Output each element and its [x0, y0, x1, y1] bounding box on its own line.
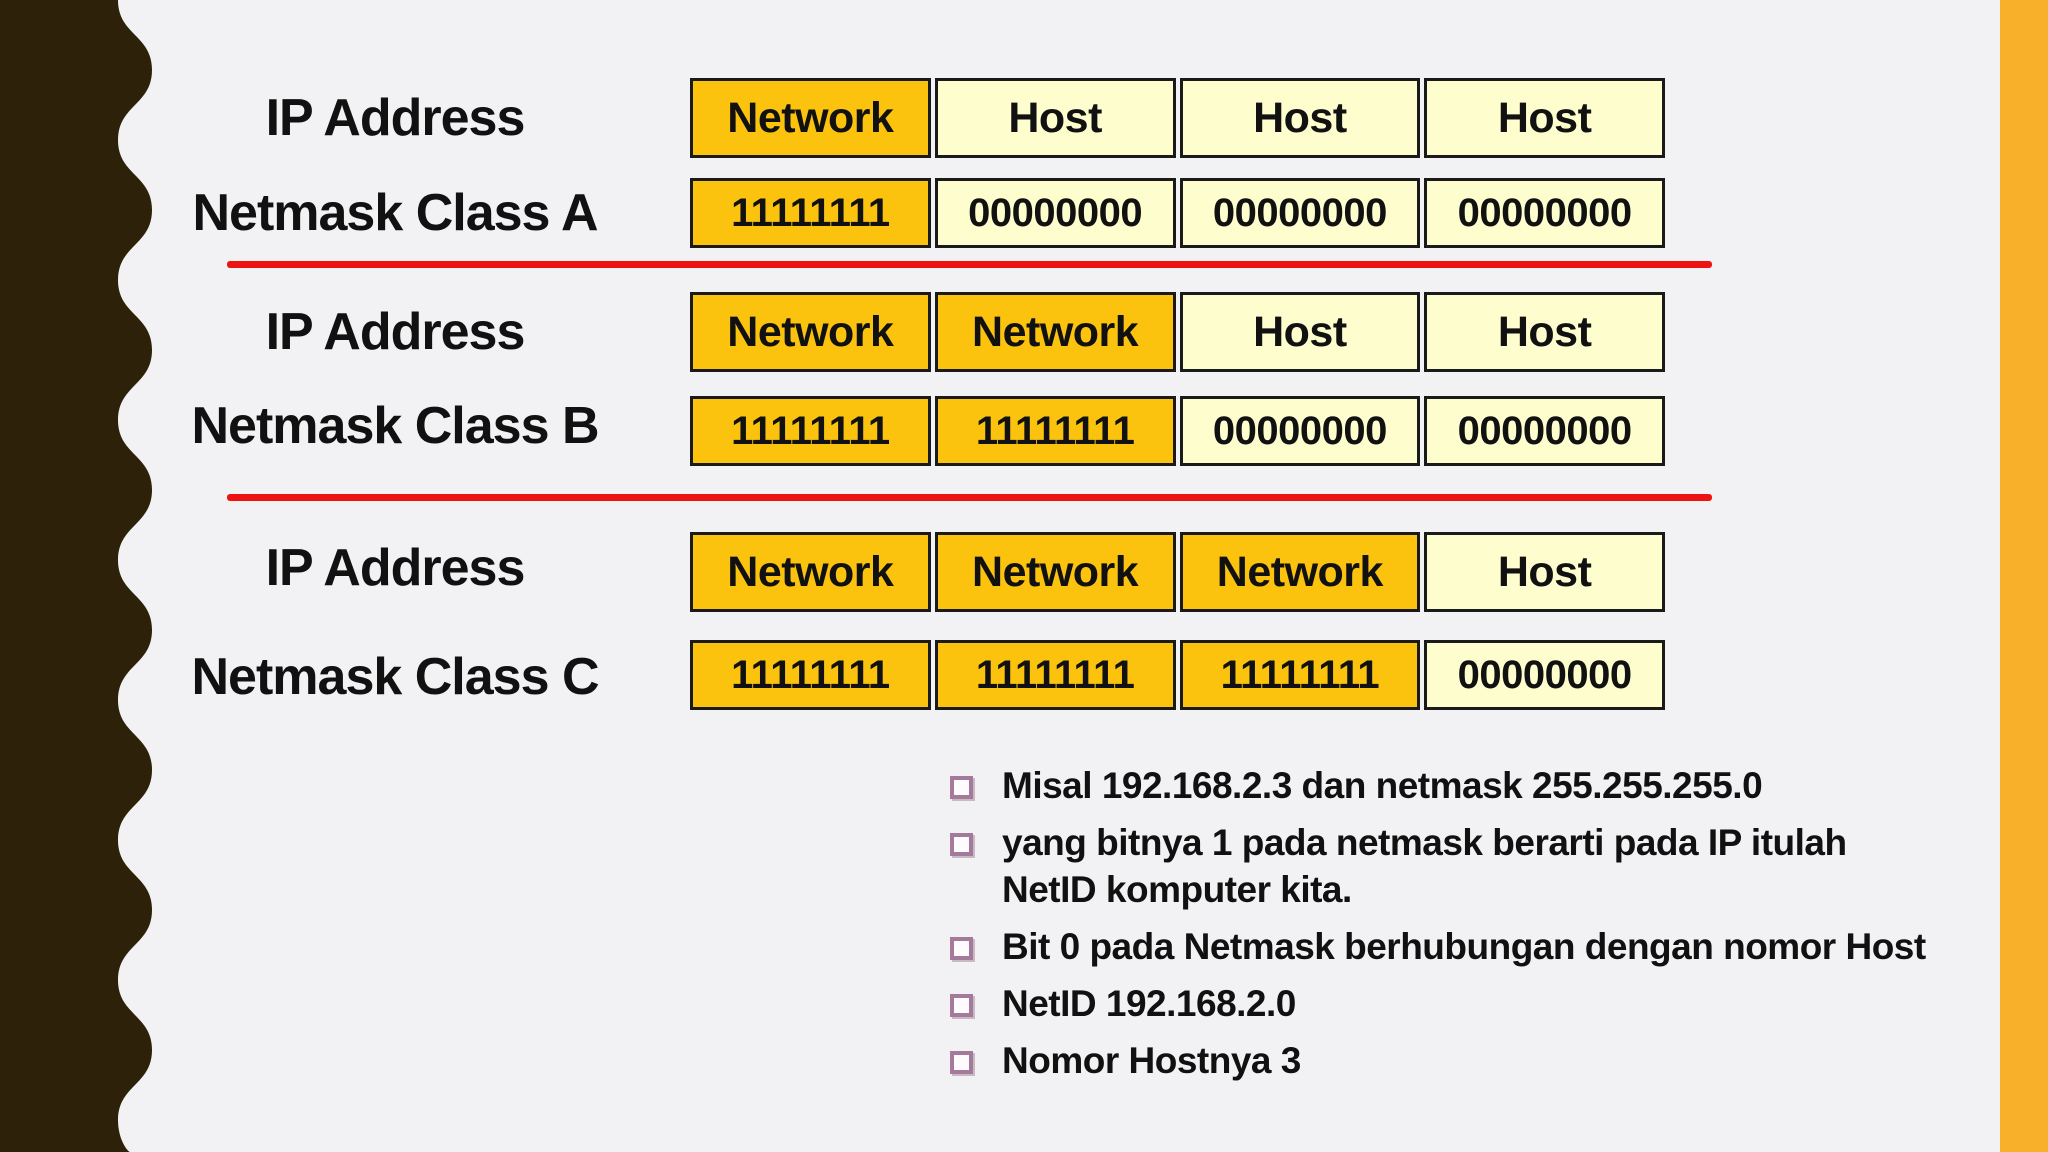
class-c-netmask-octet-1: 11111111 [690, 640, 931, 710]
class-c-netmask-row: 11111111 11111111 11111111 00000000 [690, 640, 1665, 710]
class-a-netmask-octet-1: 11111111 [690, 178, 931, 248]
class-b-netmask-octet-1: 11111111 [690, 396, 931, 466]
class-a-octet-4: Host [1424, 78, 1665, 158]
class-b-octet-4: Host [1424, 292, 1665, 372]
class-b-netmask-row: 11111111 11111111 00000000 00000000 [690, 396, 1665, 466]
class-b-octet-1: Network [690, 292, 931, 372]
class-a-octet-3: Host [1179, 78, 1421, 158]
list-item: Bit 0 pada Netmask berhubungan dengan no… [950, 923, 2012, 970]
square-bullet-icon [950, 994, 973, 1017]
note-text: Bit 0 pada Netmask berhubungan dengan no… [1002, 926, 1926, 967]
class-c-ip-address-label: IP Address [265, 539, 526, 597]
class-b-octet-2: Network [934, 292, 1176, 372]
class-a-netmask-octet-3: 00000000 [1179, 178, 1421, 248]
list-item: Misal 192.168.2.3 dan netmask 255.255.25… [950, 762, 2012, 809]
red-divider-2 [227, 494, 1712, 501]
class-a-octet-2: Host [934, 78, 1176, 158]
class-b-octet-3: Host [1179, 292, 1421, 372]
class-a-netmask-label: Netmask Class A [192, 184, 598, 242]
note-text: NetID 192.168.2.0 [1002, 983, 1296, 1024]
right-accent-bar [2000, 0, 2048, 1152]
class-c-octet-2: Network [934, 532, 1176, 612]
note-text: Nomor Hostnya 3 [1002, 1040, 1301, 1081]
list-item: yang bitnya 1 pada netmask berarti pada … [950, 819, 2012, 913]
list-item: NetID 192.168.2.0 [950, 980, 2012, 1027]
class-c-netmask-label: Netmask Class C [191, 648, 600, 706]
class-c-octet-3: Network [1179, 532, 1421, 612]
class-a-netmask-octet-4: 00000000 [1424, 178, 1665, 248]
notes-list: Misal 192.168.2.3 dan netmask 255.255.25… [950, 762, 2012, 1094]
class-c-netmask-octet-2: 11111111 [934, 640, 1176, 710]
red-divider-1 [227, 261, 1712, 268]
class-c-netmask-octet-4: 00000000 [1424, 640, 1665, 710]
class-b-octet-row: Network Network Host Host [690, 292, 1665, 372]
note-text: yang bitnya 1 pada netmask berarti pada … [1002, 822, 1847, 910]
class-a-octet-1: Network [690, 78, 931, 158]
class-b-netmask-label: Netmask Class B [191, 397, 600, 455]
class-c-octet-4: Host [1424, 532, 1665, 612]
left-wave-shape [0, 0, 152, 1152]
square-bullet-icon [950, 937, 973, 960]
class-b-ip-address-label: IP Address [265, 303, 526, 361]
class-b-netmask-octet-3: 00000000 [1179, 396, 1421, 466]
class-a-ip-address-label: IP Address [265, 89, 526, 147]
class-c-netmask-octet-3: 11111111 [1179, 640, 1421, 710]
class-a-octet-row: Network Host Host Host [690, 78, 1665, 158]
left-wave-band [0, 0, 152, 1152]
class-c-octet-row: Network Network Network Host [690, 532, 1665, 612]
square-bullet-icon [950, 833, 973, 856]
class-a-netmask-row: 11111111 00000000 00000000 00000000 [690, 178, 1665, 248]
list-item: Nomor Hostnya 3 [950, 1037, 2012, 1084]
class-c-octet-1: Network [690, 532, 931, 612]
square-bullet-icon [950, 776, 973, 799]
note-text: Misal 192.168.2.3 dan netmask 255.255.25… [1002, 765, 1763, 806]
class-b-netmask-octet-2: 11111111 [934, 396, 1176, 466]
square-bullet-icon [950, 1051, 973, 1074]
class-a-netmask-octet-2: 00000000 [934, 178, 1176, 248]
class-b-netmask-octet-4: 00000000 [1424, 396, 1665, 466]
